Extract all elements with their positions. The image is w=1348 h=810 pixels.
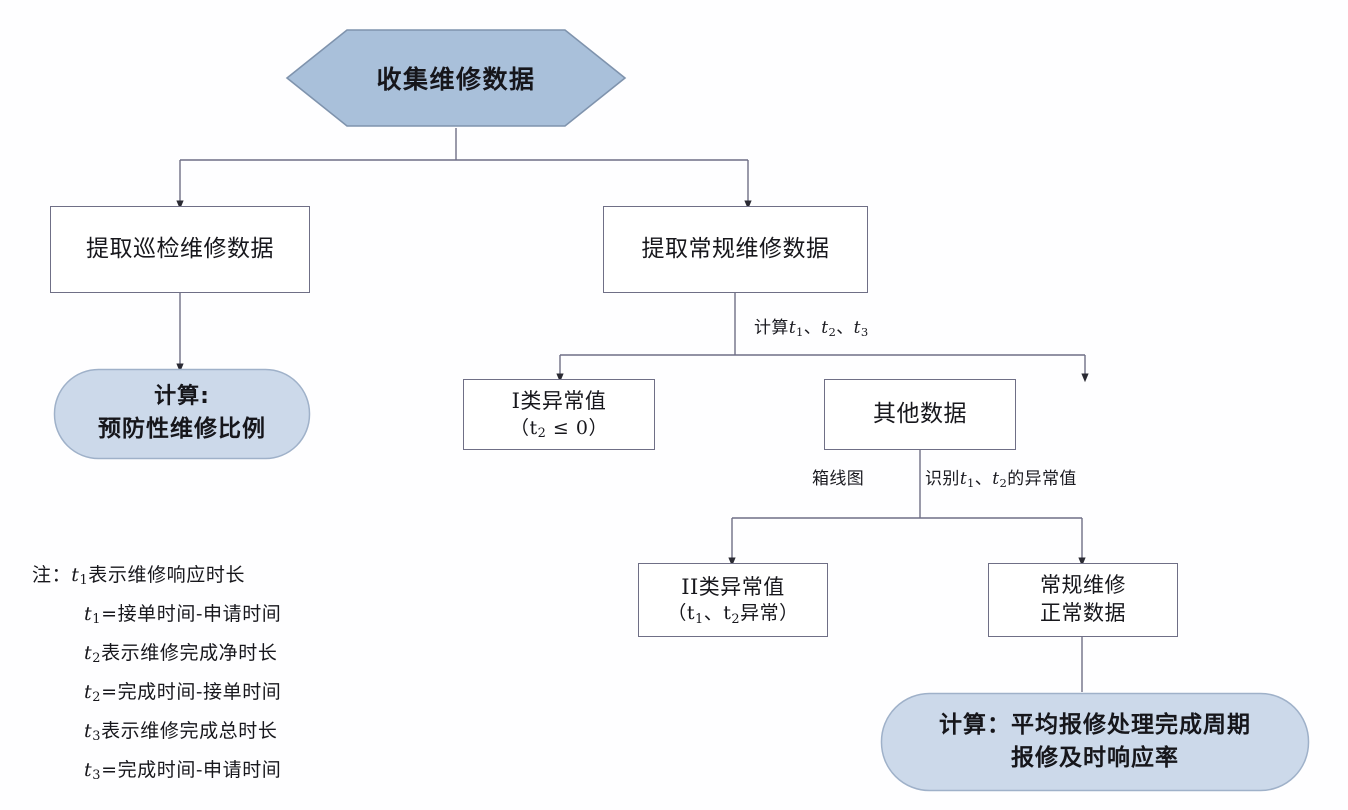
node-calc-preventive-line2: 预防性维修比例 — [98, 416, 266, 443]
node-routine-normal-line2: 正常数据 — [1040, 601, 1126, 625]
note-line-4: t2=完成时间-接单时间 — [84, 681, 282, 706]
node-routine-normal-line1: 常规维修 — [1040, 573, 1126, 598]
node-calc-preventive-labels: 计算: 预防性维修比例 — [53, 368, 311, 460]
node-collect-data-label: 收集维修数据 — [376, 65, 536, 94]
edge-label-boxplot: 箱线图 — [812, 469, 865, 489]
node-type2-outlier-line1: II类异常值 — [681, 574, 785, 599]
edge-label-identify-outliers: 识别t1、t2的异常值 — [925, 469, 1077, 490]
node-calc-preventive[interactable]: 计算: 预防性维修比例 — [53, 368, 311, 460]
note-line-3: t2表示维修完成净时长 — [84, 642, 278, 667]
node-calc-cycle-line1: 计算：平均报修处理完成周期 — [939, 711, 1251, 738]
node-type1-outlier-line1: I类异常值 — [511, 389, 607, 414]
node-other-data[interactable]: 其他数据 — [824, 379, 1016, 450]
node-type2-outlier-line2: （t1、t2异常） — [667, 602, 799, 627]
node-calc-cycle[interactable]: 计算：平均报修处理完成周期 报修及时响应率 — [880, 692, 1310, 792]
note-line-2: t1=接单时间-申请时间 — [84, 603, 282, 628]
node-calc-cycle-labels: 计算：平均报修处理完成周期 报修及时响应率 — [880, 692, 1310, 792]
node-extract-routine[interactable]: 提取常规维修数据 — [603, 206, 868, 293]
rounded-rect-shape — [53, 368, 311, 460]
node-type2-outlier[interactable]: II类异常值 （t1、t2异常） — [638, 563, 828, 637]
node-calc-preventive-line1: 计算: — [154, 384, 210, 410]
node-other-data-label: 其他数据 — [873, 401, 967, 428]
note-line-1: 注：t1表示维修响应时长 — [32, 564, 246, 589]
node-extract-inspection[interactable]: 提取巡检维修数据 — [50, 206, 310, 293]
node-type1-outlier[interactable]: I类异常值 （t2 ≤ 0） — [463, 379, 655, 450]
node-collect-data[interactable]: 收集维修数据 — [285, 28, 627, 128]
rounded-rect-shape — [880, 692, 1310, 792]
node-calc-cycle-line2: 报修及时响应率 — [1011, 745, 1179, 771]
hexagon-shape — [285, 29, 627, 127]
node-extract-inspection-label: 提取巡检维修数据 — [86, 236, 274, 263]
edge-label-calc-t: 计算t1、t2、t3 — [754, 318, 869, 339]
node-routine-normal[interactable]: 常规维修 正常数据 — [988, 563, 1178, 637]
note-line-6: t3=完成时间-申请时间 — [84, 759, 282, 784]
node-type1-outlier-line2: （t2 ≤ 0） — [510, 416, 608, 442]
note-line-5: t3表示维修完成总时长 — [84, 720, 278, 745]
node-extract-routine-label: 提取常规维修数据 — [641, 236, 830, 263]
